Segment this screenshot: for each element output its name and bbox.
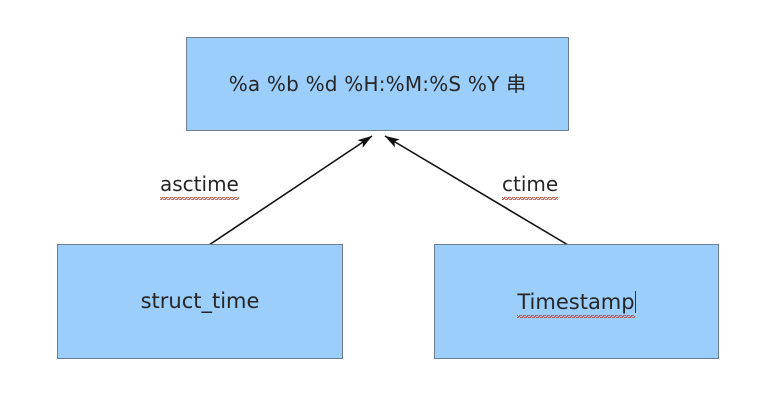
node-format-string-label: %a %b %d %H:%M:%S %Y 串 bbox=[228, 72, 527, 96]
node-timestamp[interactable]: Timestamp bbox=[434, 244, 719, 359]
edge-label-ctime-text: ctime bbox=[502, 172, 559, 200]
edge-asctime-line bbox=[208, 135, 373, 246]
node-format-string[interactable]: %a %b %d %H:%M:%S %Y 串 bbox=[186, 37, 569, 131]
node-struct-time[interactable]: struct_time bbox=[57, 244, 343, 359]
edge-label-asctime-text: asctime bbox=[160, 172, 239, 200]
node-timestamp-label: Timestamp bbox=[517, 289, 635, 318]
edge-label-asctime[interactable]: asctime bbox=[160, 172, 239, 200]
node-struct-time-label: struct_time bbox=[140, 289, 260, 313]
text-caret bbox=[634, 290, 636, 313]
edge-label-ctime[interactable]: ctime bbox=[502, 172, 559, 200]
edge-ctime-line bbox=[384, 135, 569, 246]
